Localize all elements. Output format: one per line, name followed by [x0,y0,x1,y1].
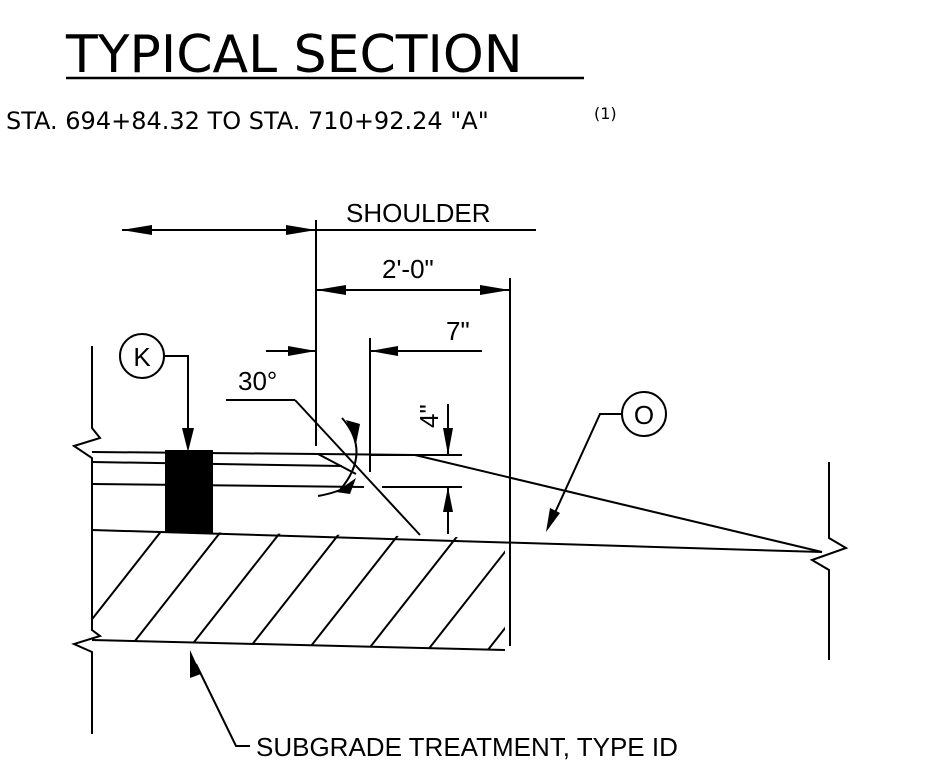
arrowhead-right [286,225,316,235]
right-break-line [809,462,849,660]
wedge-top-line [317,453,357,475]
arrowhead-down [443,428,453,455]
arrowhead-left [122,225,152,235]
wedge-slope-line [294,399,421,536]
width-dimension-label: 2'-0" [382,254,434,284]
arrowhead-left [316,285,346,295]
shoulder-surface-line [317,453,416,456]
subgrade-treatment-label: SUBGRADE TREATMENT, TYPE ID [256,732,678,762]
station-footnote: (1) [594,104,617,123]
subgrade-bottom-line [91,639,506,651]
station-range: STA. 694+84.32 TO STA. 710+92.24 "A" [6,107,489,135]
arrowhead-left [370,346,398,356]
arrowhead-right [288,346,316,356]
arrowhead-down [546,508,560,532]
drawing-title: TYPICAL SECTION [65,25,523,85]
callout-o-leader [547,413,622,529]
arrowhead-up [190,650,201,678]
angle-label: 30° [238,366,277,396]
shoulder-label: SHOULDER [346,198,490,228]
pavement-layer-line [91,483,365,488]
arrowhead-down [182,428,194,452]
joint-seal-block [165,450,213,533]
pavement-layer-line [91,461,343,467]
subgrade-top-line [91,529,823,553]
callout-k-leader [164,355,189,430]
arrowhead-right [480,285,510,295]
offset-dimension-label: 7" [446,316,470,346]
shoulder-slope-line [414,454,823,553]
callout-k-label: K [133,342,151,372]
left-break-line [71,346,103,734]
arrowhead-up [443,487,453,512]
subgrade-hatching [92,530,505,650]
callout-o-label: O [634,400,654,430]
arrowhead-up [346,420,360,444]
subgrade-leader [195,663,250,747]
depth-dimension-label: 4" [414,404,444,428]
